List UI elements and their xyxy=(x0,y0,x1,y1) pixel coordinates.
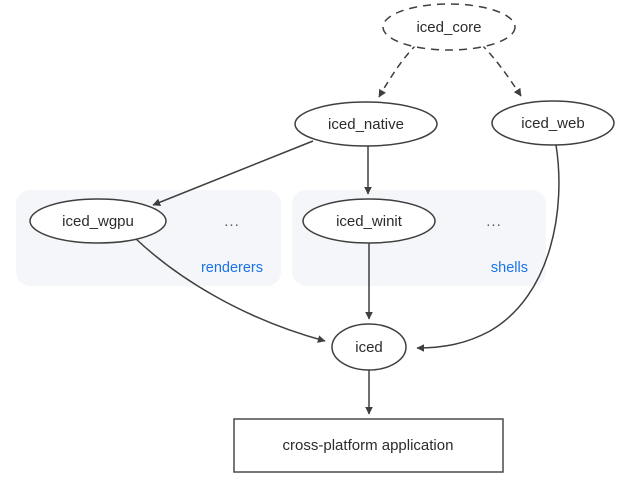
node-iced[interactable]: iced xyxy=(331,323,407,371)
node-iced-winit[interactable]: iced_winit xyxy=(302,198,436,244)
edge-iced-native-to-iced-wgpu xyxy=(152,140,314,206)
cluster-shells-ellipsis: ... xyxy=(486,213,502,230)
node-iced-web[interactable]: iced_web xyxy=(491,100,615,146)
node-iced-winit-shape[interactable] xyxy=(302,198,436,244)
node-iced-shape[interactable] xyxy=(331,323,407,371)
node-iced-wgpu-shape[interactable] xyxy=(29,198,167,244)
node-iced-wgpu[interactable]: iced_wgpu xyxy=(29,198,167,244)
node-iced-web-shape[interactable] xyxy=(491,100,615,146)
node-iced-native[interactable]: iced_native xyxy=(294,101,438,147)
node-iced-core-shape[interactable] xyxy=(382,3,516,51)
edge-iced-wgpu-to-iced xyxy=(134,237,326,343)
cluster-renderers-ellipsis: ... xyxy=(224,213,240,230)
edge-iced-web-to-iced xyxy=(416,144,560,352)
edge-iced-core-to-iced-native xyxy=(378,43,418,98)
node-iced-core[interactable]: iced_core xyxy=(382,3,516,51)
edge-iced-core-to-iced-web xyxy=(480,43,522,97)
cluster-renderers-label: renderers xyxy=(201,260,263,276)
node-cross-platform-application-label: cross-platform application xyxy=(283,437,454,454)
node-iced-native-shape[interactable] xyxy=(294,101,438,147)
node-cross-platform-application[interactable]: cross-platform application xyxy=(233,418,504,473)
node-cross-platform-application-shape[interactable] xyxy=(233,418,504,473)
cluster-shells-label: shells xyxy=(491,260,528,276)
